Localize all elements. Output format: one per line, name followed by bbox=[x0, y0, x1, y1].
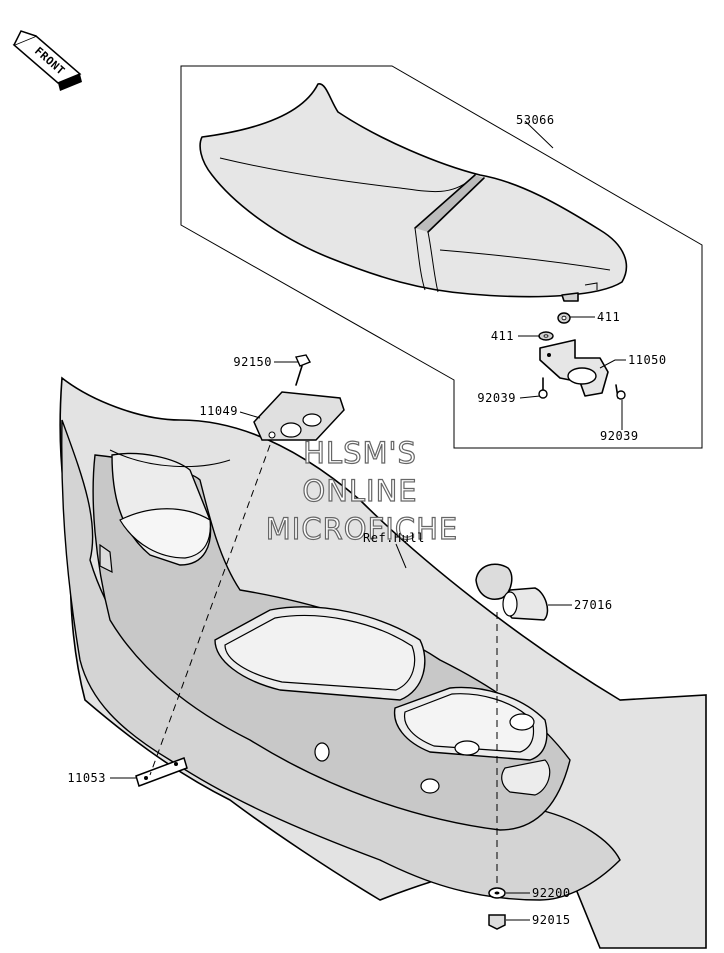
label-washer-upper: 411 bbox=[597, 310, 620, 324]
label-spacer: 92200 bbox=[532, 886, 571, 900]
washer-lower bbox=[538, 331, 554, 341]
seat bbox=[199, 83, 628, 302]
leader-hull bbox=[395, 543, 407, 569]
label-bolt-left: 92039 bbox=[477, 391, 516, 405]
bolt-left bbox=[538, 377, 548, 399]
leader-seat-bracket bbox=[599, 359, 626, 369]
cap bbox=[475, 563, 549, 621]
label-bolt-right: 92039 bbox=[600, 429, 639, 443]
assembly-line-front bbox=[149, 444, 271, 776]
label-strap: 11053 bbox=[67, 771, 106, 785]
label-nut: 92015 bbox=[532, 913, 571, 927]
label-cap: 27016 bbox=[574, 598, 613, 612]
watermark: HLSM'S ONLINE MICROFICHE bbox=[265, 435, 458, 546]
spacer bbox=[488, 887, 506, 899]
front-arrow-icon: FRONT bbox=[12, 30, 82, 91]
seat-bracket bbox=[539, 339, 609, 397]
watermark-line-1: HLSM'S bbox=[303, 436, 417, 470]
label-washer-lower: 411 bbox=[491, 329, 514, 343]
bolt-top bbox=[295, 354, 312, 386]
leader-bolt-left bbox=[519, 395, 541, 399]
label-hull: Ref.Hull bbox=[363, 531, 425, 545]
label-seat-bracket: 11050 bbox=[628, 353, 667, 367]
seat-group-frame bbox=[180, 65, 703, 449]
watermark-line-3: MICROFICHE bbox=[266, 512, 458, 546]
label-seat: 53066 bbox=[516, 113, 555, 127]
leader-seat bbox=[524, 120, 554, 149]
label-bolt-top: 92150 bbox=[233, 355, 272, 369]
label-front-bracket: 11049 bbox=[199, 404, 238, 418]
watermark-line-2: ONLINE bbox=[302, 474, 417, 508]
leader-front-bracket bbox=[239, 411, 261, 419]
front-bracket bbox=[253, 391, 345, 441]
washer-upper bbox=[557, 312, 571, 324]
nut bbox=[488, 914, 506, 930]
strap bbox=[135, 757, 188, 787]
bolt-right bbox=[615, 384, 626, 400]
